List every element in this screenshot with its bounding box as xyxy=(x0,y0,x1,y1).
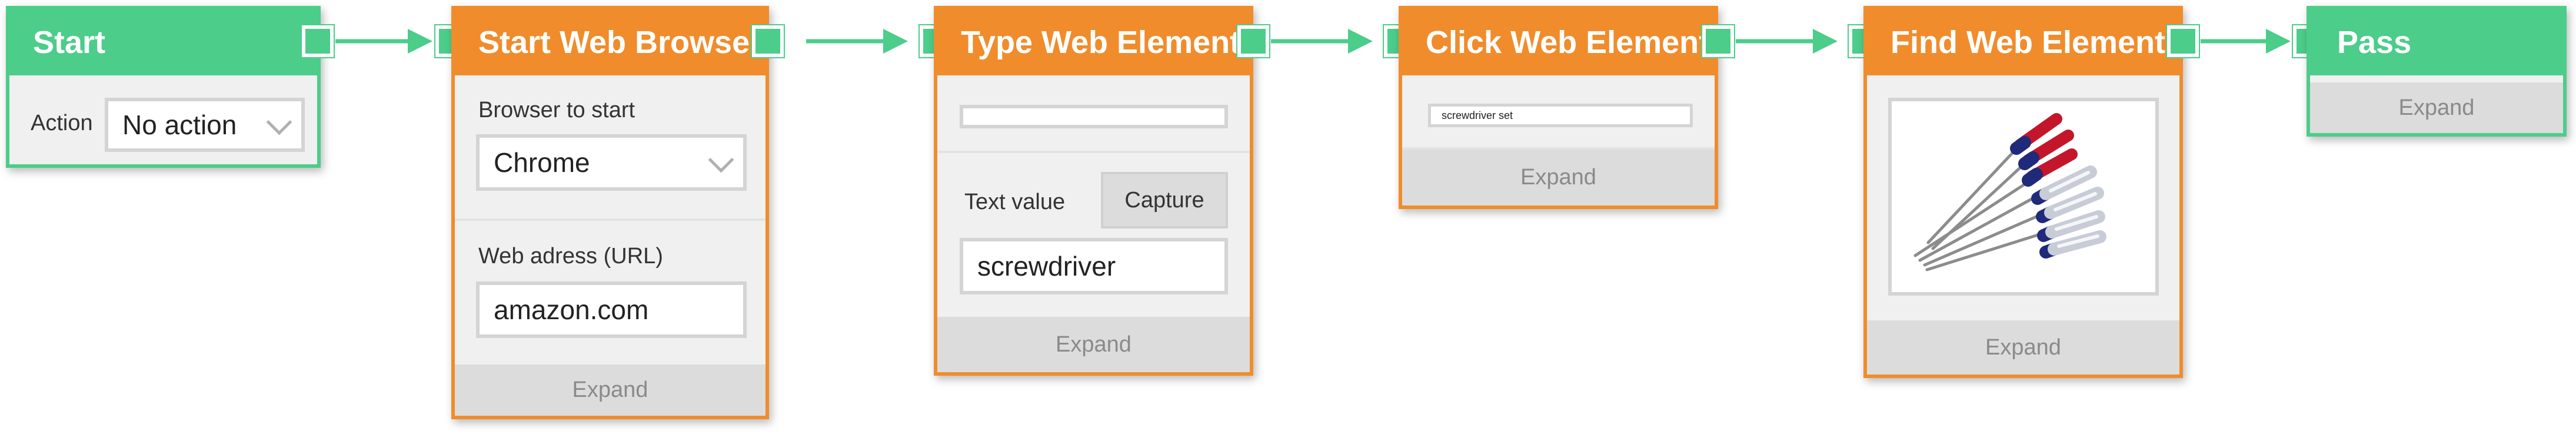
expand-button[interactable]: Expand xyxy=(1867,320,2179,375)
browser-output-port[interactable] xyxy=(752,25,784,57)
capture-button[interactable]: Capture xyxy=(1101,172,1228,228)
divider xyxy=(455,218,766,221)
start-node[interactable]: Start Action No action xyxy=(6,6,321,168)
node-title: Type Web Element xyxy=(937,9,1250,75)
node-title: Find Web Element xyxy=(1867,9,2179,75)
url-input[interactable]: amazon.com xyxy=(476,281,747,338)
chevron-down-icon xyxy=(266,109,292,135)
node-title: Start Web Browser xyxy=(455,9,766,75)
expand-button[interactable]: Expand xyxy=(937,317,1250,372)
type-output-port[interactable] xyxy=(1237,25,1269,57)
expand-button[interactable]: Expand xyxy=(455,365,766,416)
click-output-port[interactable] xyxy=(1702,25,1734,57)
screwdriver-set-image[interactable] xyxy=(1888,98,2159,296)
action-label: Action xyxy=(31,111,93,135)
expand-button[interactable]: Expand xyxy=(2310,82,2563,133)
expand-button[interactable]: Expand xyxy=(1402,150,1715,206)
action-select-value: No action xyxy=(122,110,237,140)
start-output-port[interactable] xyxy=(302,25,334,57)
divider xyxy=(1402,147,1715,150)
find-output-port[interactable] xyxy=(2167,25,2199,57)
element-selector-field[interactable] xyxy=(960,105,1228,128)
chevron-down-icon xyxy=(708,147,734,173)
pass-node[interactable]: Pass Expand xyxy=(2307,6,2567,137)
divider xyxy=(937,151,1250,153)
node-title: Click Web Element xyxy=(1402,9,1715,75)
node-title: Start xyxy=(9,9,317,75)
browser-label: Browser to start xyxy=(478,98,635,122)
element-selector-field[interactable]: screwdriver set xyxy=(1428,104,1693,127)
element-text: screwdriver set xyxy=(1442,110,1513,121)
text-value-input[interactable]: screwdriver xyxy=(960,238,1228,294)
start-web-browser-node[interactable]: Start Web Browser Browser to start Chrom… xyxy=(451,6,769,419)
browser-select-value: Chrome xyxy=(494,147,590,178)
type-web-element-node[interactable]: Type Web Element Text value Capture scre… xyxy=(934,6,1253,376)
action-select[interactable]: No action xyxy=(105,98,305,152)
find-web-element-node[interactable]: Find Web Element xyxy=(1863,6,2183,378)
browser-select[interactable]: Chrome xyxy=(476,134,747,191)
url-label: Web adress (URL) xyxy=(478,244,663,269)
click-web-element-node[interactable]: Click Web Element screwdriver set Expand xyxy=(1399,6,1718,209)
text-value-label: Text value xyxy=(964,190,1066,214)
node-title: Pass xyxy=(2310,9,2563,75)
screwdriver-icon xyxy=(1913,113,2106,271)
